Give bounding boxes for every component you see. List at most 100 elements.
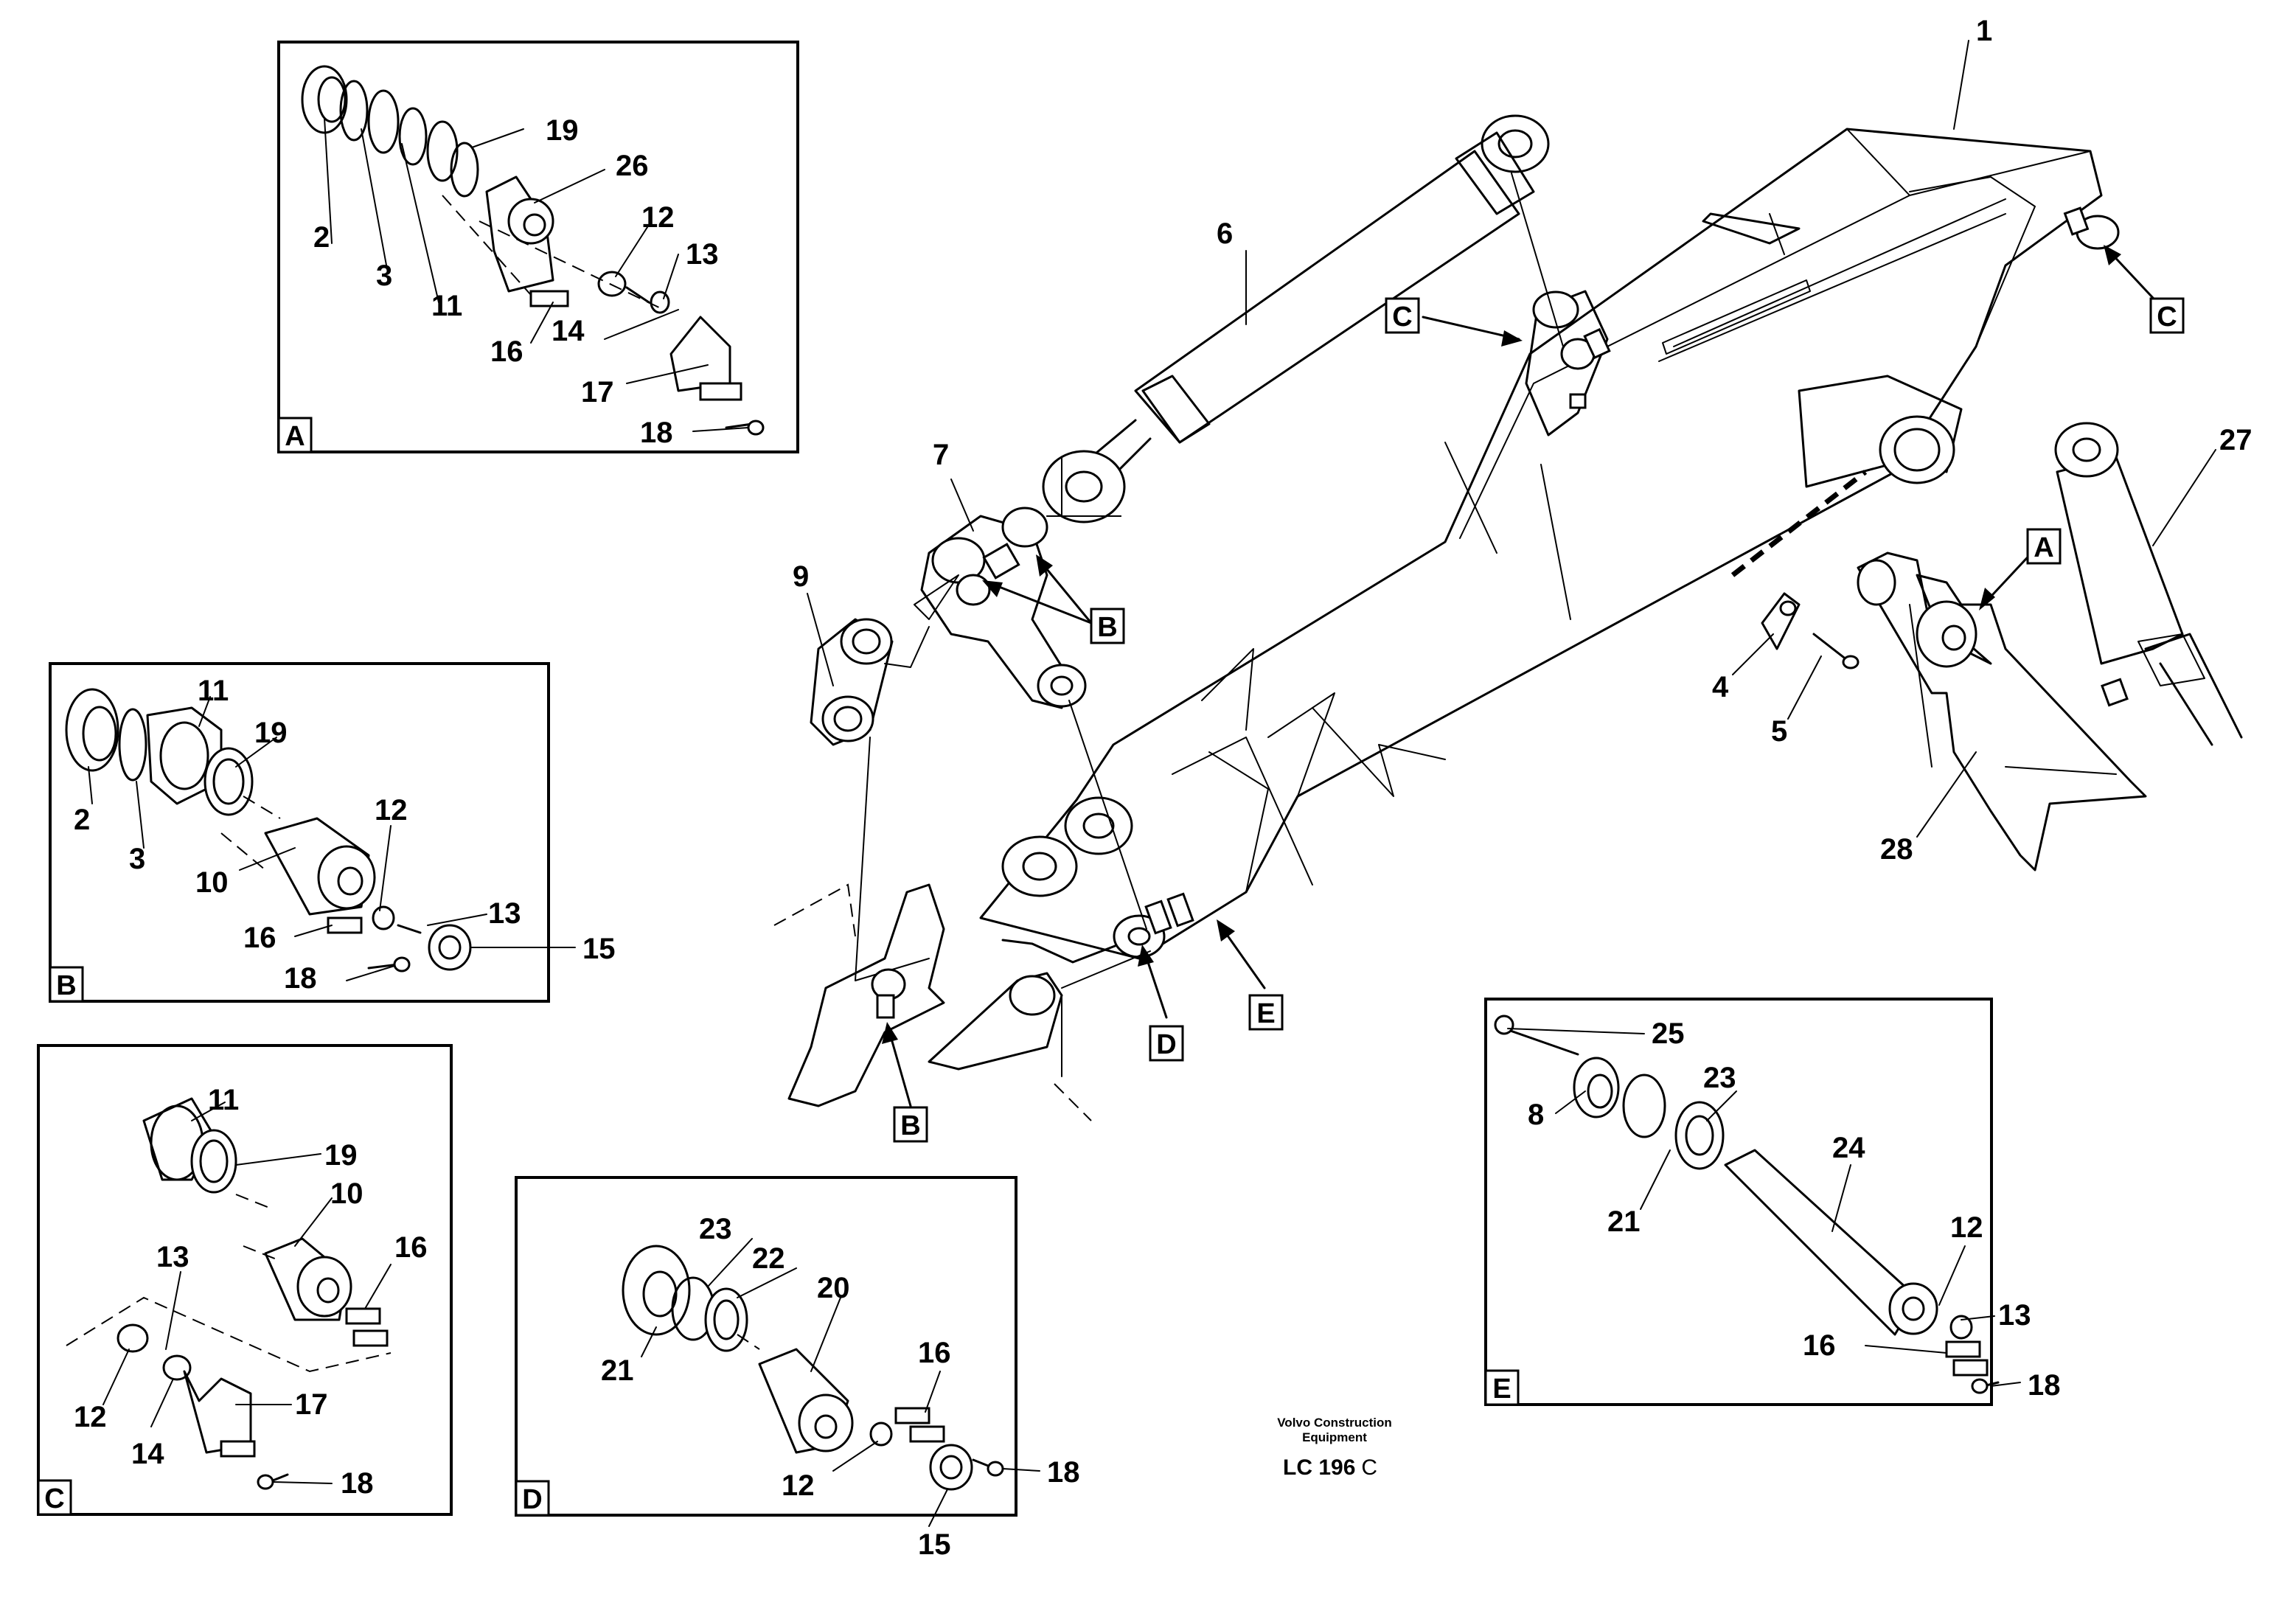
bracket-28 xyxy=(1857,552,2147,871)
detail-a-part-11: 11 xyxy=(431,290,462,322)
ref-letter-d: D xyxy=(1156,1029,1176,1060)
detail-c-part-19: 19 xyxy=(324,1139,358,1172)
detail-b-part-13: 13 xyxy=(488,897,521,930)
ref-letter-c-1: C xyxy=(1392,302,1412,333)
ref-letter-a: A xyxy=(2034,532,2053,563)
ref-box-b-1 xyxy=(1090,608,1125,644)
part-number-27: 27 xyxy=(2219,424,2252,456)
part-number-1: 1 xyxy=(1976,15,1992,47)
detail-c-part-17: 17 xyxy=(295,1388,328,1421)
detail-letter-c: C xyxy=(44,1483,64,1514)
detail-letter-b: B xyxy=(56,970,76,1001)
ref-letter-b-1: B xyxy=(1097,612,1117,643)
footer-line-1: Volvo Construction xyxy=(1277,1416,1392,1430)
boom-cylinder-6 xyxy=(1042,114,1564,523)
footer-line-2: Equipment xyxy=(1302,1430,1367,1444)
detail-a-part-26: 26 xyxy=(616,150,649,182)
detail-b xyxy=(49,662,550,1003)
detail-a-part-13: 13 xyxy=(686,238,719,271)
detail-b-part-2: 2 xyxy=(74,804,90,836)
detail-d-part-16: 16 xyxy=(918,1337,951,1369)
detail-c-part-14: 14 xyxy=(131,1438,164,1470)
detail-a-part-2: 2 xyxy=(313,221,330,254)
detail-b-part-10: 10 xyxy=(195,866,229,899)
ref-letter-b-2: B xyxy=(900,1110,920,1141)
ref-box-a xyxy=(2026,528,2062,565)
plate-4 xyxy=(1730,470,1868,650)
detail-e-part-8: 8 xyxy=(1528,1099,1544,1131)
detail-b-part-19: 19 xyxy=(254,717,288,749)
detail-a xyxy=(277,41,799,453)
bucket-bracket xyxy=(773,883,1151,1121)
ref-box-e xyxy=(1248,994,1284,1031)
detail-c-part-11: 11 xyxy=(208,1084,239,1116)
detail-e xyxy=(1484,998,2000,1406)
detail-a-part-16: 16 xyxy=(490,335,523,368)
part-number-28: 28 xyxy=(1880,833,1913,866)
part-number-7: 7 xyxy=(933,439,949,471)
bucket-cylinder-27 xyxy=(2054,422,2243,746)
detail-d-part-12: 12 xyxy=(782,1469,815,1502)
part-number-4: 4 xyxy=(1712,671,1729,703)
link-9 xyxy=(810,618,1147,981)
ref-box-c-2 xyxy=(2149,297,2185,334)
detail-e-part-18: 18 xyxy=(2028,1369,2061,1402)
ref-letter-e: E xyxy=(1256,998,1275,1029)
detail-letter-box-e xyxy=(1484,1369,1520,1406)
detail-d-part-22: 22 xyxy=(752,1242,785,1275)
detail-b-part-15: 15 xyxy=(582,933,616,965)
detail-c-part-12: 12 xyxy=(74,1401,107,1433)
reference-arrows xyxy=(882,245,2165,1107)
part-numbers: 1 6 7 9 4 5 27 28 19 26 12 13 2 3 11 16 … xyxy=(74,15,2252,1561)
detail-a-part-14: 14 xyxy=(552,315,585,347)
part-number-9: 9 xyxy=(793,560,809,593)
footer-code-suffix: C xyxy=(1361,1455,1377,1480)
pin-5 xyxy=(1812,633,1860,669)
detail-e-part-16: 16 xyxy=(1803,1329,1836,1362)
detail-d-part-20: 20 xyxy=(817,1272,850,1304)
reference-letters: C C B A B D E A B C D E xyxy=(37,297,2185,1517)
detail-c-part-18: 18 xyxy=(341,1467,374,1500)
detail-d-part-15: 15 xyxy=(918,1528,951,1561)
detail-e-part-21: 21 xyxy=(1607,1205,1641,1238)
detail-b-part-16: 16 xyxy=(243,922,276,954)
detail-b-part-3: 3 xyxy=(129,843,145,875)
detail-e-part-25: 25 xyxy=(1652,1017,1685,1050)
detail-b-part-12: 12 xyxy=(375,794,408,827)
detail-e-part-23: 23 xyxy=(1703,1062,1736,1094)
ref-box-c-1 xyxy=(1385,297,1420,334)
detail-letter-box-d xyxy=(515,1480,550,1517)
detail-letter-box-a xyxy=(277,417,313,453)
footer-code-main: LC 196 xyxy=(1283,1455,1355,1480)
leader-lines xyxy=(88,40,2216,1527)
detail-letter-e: E xyxy=(1492,1374,1511,1405)
part-number-5: 5 xyxy=(1771,715,1787,748)
detail-c-part-10: 10 xyxy=(330,1177,363,1210)
detail-a-part-12: 12 xyxy=(641,201,675,234)
detail-c xyxy=(37,1044,453,1516)
link-7 xyxy=(914,507,1121,709)
detail-a-part-3: 3 xyxy=(376,260,392,292)
detail-a-part-17: 17 xyxy=(581,376,614,408)
detail-b-part-11: 11 xyxy=(198,675,229,707)
detail-b-part-18: 18 xyxy=(284,962,317,995)
detail-letter-box-c xyxy=(37,1479,72,1516)
detail-d-part-23: 23 xyxy=(699,1213,732,1245)
detail-e-part-12: 12 xyxy=(1950,1211,1983,1244)
boom-assembly xyxy=(979,128,2120,964)
detail-e-part-24: 24 xyxy=(1832,1132,1865,1164)
ref-box-d xyxy=(1149,1025,1184,1062)
detail-a-part-19: 19 xyxy=(546,114,579,147)
detail-d-part-21: 21 xyxy=(601,1354,634,1387)
detail-letter-a: A xyxy=(285,421,305,452)
ref-box-b-2 xyxy=(893,1106,928,1143)
part-number-6: 6 xyxy=(1217,218,1233,250)
detail-letter-box-b xyxy=(49,966,84,1003)
ref-letter-c-2: C xyxy=(2157,302,2177,333)
detail-e-part-13: 13 xyxy=(1998,1299,2031,1332)
detail-d-part-18: 18 xyxy=(1047,1456,1080,1489)
detail-d xyxy=(515,1176,1017,1517)
